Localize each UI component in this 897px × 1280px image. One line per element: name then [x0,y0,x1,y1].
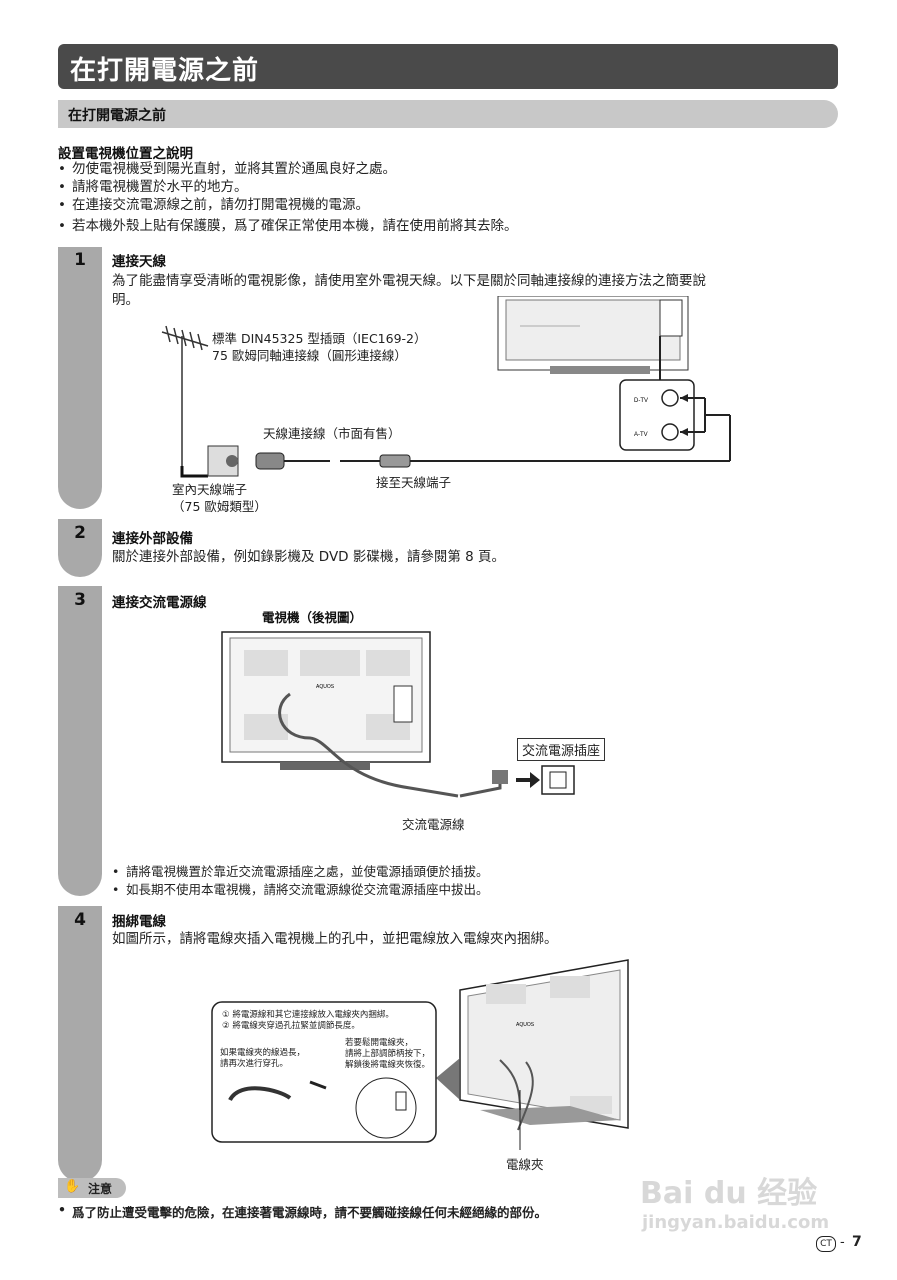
clamp-left-note-1: 如果電線夾的線過長， [220,1048,306,1058]
clamp-diagram: AQUOS [211,959,629,1150]
power-cord-label: 交流電源線 [402,817,465,832]
caution-text-bullet: • [58,1202,66,1217]
page-title-bar: 在打開電源之前 [58,44,838,89]
step-3-title: 連接交流電源線 [112,595,207,611]
tv-angled-view [459,959,629,1129]
clamp-note-1: ① 將電源線和其它連接線放入電線夾內捆綁。 [222,1010,394,1020]
step-3-list: 請將電視機置於靠近交流電源插座之處，並使電源插頭便於插拔。 如長期不使用本電視機… [112,863,832,899]
clamp-label: 電線夾 [506,1157,544,1172]
step-4-text: 如圖所示，請將電線夾插入電視機上的孔中，並把電線放入電線夾內捆綁。 [112,931,558,947]
step-2-text: 關於連接外部設備，例如錄影機及 DVD 影碟機，請參閱第 8 頁。 [112,549,506,565]
step-3-number: 3 [74,590,86,610]
power-plug-icon [492,770,508,784]
to-terminal-label: 接至天線端子 [376,475,452,490]
tv-back-view [221,631,431,770]
caution-label: 注意 [88,1182,113,1196]
step-4-title: 捆綁電線 [112,914,166,930]
step-2-title: 連接外部設備 [112,531,193,547]
list-item: 勿使電視機受到陽光直射，並將其置於通風良好之處。 [58,160,838,178]
tv-rear-caption: 電視機（後視圖） [262,610,363,625]
step-1-text-cont: 明。 [112,292,139,308]
placement-list: 勿使電視機受到陽光直射，並將其置於通風良好之處。 請將電視機置於水平的地方。 在… [58,160,838,235]
dtv-port-label: D-TV [634,398,648,404]
step-2-number: 2 [74,523,86,543]
watermark-url: jingyan.baidu.com [642,1212,830,1233]
list-item: 在連接交流電源線之前，請勿打開電視機的電源。 [58,196,838,214]
step-1-number: 1 [74,250,86,270]
step-2-tab [58,519,102,577]
indoor-terminal-type: （75 歐姆類型） [172,499,267,514]
antenna-icon [161,325,209,466]
coax-plug-icon [379,454,411,468]
list-item: 請將電視機置於靠近交流電源插座之處，並使電源插頭便於插拔。 [112,863,832,881]
section-title-bar: 在打開電源之前 [58,100,838,128]
language-badge: CT [816,1236,836,1252]
atv-port-label: A-TV [634,432,648,438]
arrow-right-icon [516,772,540,788]
tv-back-partial [497,296,689,374]
power-diagram: AQUOS [221,631,575,798]
tv-brand-label: AQUOS [316,684,335,690]
step-1-tab [58,247,102,509]
clamp-note-2: ② 將電線夾穿過孔拉緊並調節長度。 [222,1021,360,1031]
tv-brand-label: AQUOS [516,1022,535,1028]
section-title: 在打開電源之前 [68,108,166,124]
clamp-left-note-2: 請再次進行穿孔。 [220,1059,289,1069]
list-item: 如長期不使用本電視機，請將交流電源線從交流電源插座中拔出。 [112,881,832,899]
caution-badge: ✋ 注意 [58,1178,126,1198]
clamp-right-note-3: 解鎖後將電線夾恢復。 [345,1060,431,1070]
footer-separator: - [840,1235,845,1250]
cable-label: 天線連接線（市面有售） [263,426,401,441]
step-1-text: 為了能盡情享受清晰的電視影像，請使用室外電視天線。以下是關於同軸連接線的連接方法… [112,273,706,289]
antenna-diagram: D-TV A-TV [161,296,731,478]
page-number: 7 [852,1234,862,1250]
indoor-terminal-label: 室內天線端子 [172,482,248,497]
step-4-tab [58,906,102,1182]
plug-spec-label: 標準 DIN45325 型插頭（IEC169-2） [212,331,427,346]
list-item: 若本機外殼上貼有保護膜，爲了確保正常使用本機，請在使用前將其去除。 [58,217,838,235]
clamp-right-note-1: 若要鬆開電線夾， [345,1038,414,1048]
outlet-label: 交流電源插座 [517,738,606,761]
clamp-right-note-2: 請將上部調節柄按下， [345,1049,431,1059]
step-1-title: 連接天線 [112,254,166,270]
placement-heading: 設置電視機位置之說明 [58,146,193,162]
page-title: 在打開電源之前 [70,56,260,86]
list-item: 請將電視機置於水平的地方。 [58,178,838,196]
coax-spec-label: 75 歐姆同軸連接線（圓形連接線） [212,348,407,363]
step-3-tab [58,586,102,896]
step-4-number: 4 [74,910,86,930]
watermark-brand: Bai du 经验 [640,1176,818,1211]
caution-text: 爲了防止遭受電擊的危險，在連接著電源線時，請不要觸碰接線任何未經絕緣的部份。 [72,1205,548,1220]
coax-plug-icon [255,452,285,470]
antenna-port-panel [619,336,706,451]
hand-icon: ✋ [64,1179,81,1194]
